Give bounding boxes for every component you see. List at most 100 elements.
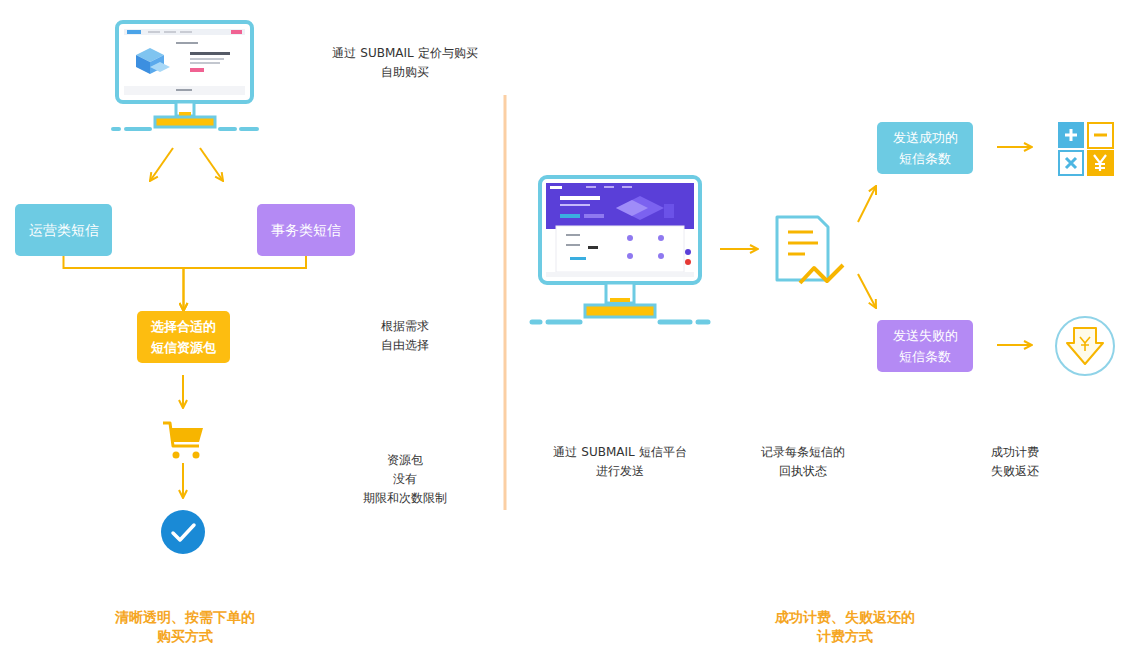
screen-logo bbox=[127, 30, 141, 34]
screen-header bbox=[124, 29, 245, 35]
flow-arrow bbox=[182, 375, 184, 408]
box-text: 发送失败的 短信条数 bbox=[877, 325, 973, 367]
note-text: 记录每条短信的 回执状态 bbox=[751, 443, 856, 481]
screen-line bbox=[190, 52, 230, 55]
process-box: 事务类短信 bbox=[257, 204, 355, 256]
flow-arrow bbox=[858, 274, 876, 308]
divider bbox=[504, 95, 507, 510]
flow-arrow bbox=[720, 248, 758, 250]
cart-wheel bbox=[193, 452, 200, 459]
flow-arrow bbox=[997, 146, 1032, 148]
calc-key bbox=[1087, 150, 1114, 176]
note-line: 资源包 bbox=[345, 451, 465, 470]
note-text: 清晰透明、按需下单的 购买方式 bbox=[100, 608, 270, 646]
screen-button bbox=[584, 214, 604, 218]
flow-arrow bbox=[858, 186, 876, 222]
box-text: 事务类短信 bbox=[271, 220, 341, 241]
desk-line bbox=[532, 320, 708, 325]
screen-card bbox=[556, 226, 684, 272]
desk-line bbox=[126, 127, 150, 131]
monitor-neck-accent bbox=[179, 112, 191, 116]
screen-line bbox=[176, 89, 192, 91]
monitor-frame bbox=[540, 177, 700, 283]
screen-line bbox=[560, 204, 590, 206]
screen-icon bbox=[658, 253, 664, 259]
iso-device bbox=[616, 200, 648, 216]
screen-menu bbox=[622, 186, 632, 188]
flow-arrow bbox=[150, 148, 173, 181]
screen-title bbox=[560, 196, 600, 200]
desk-line bbox=[548, 320, 580, 325]
desk-line bbox=[113, 127, 119, 131]
iso-cube bbox=[150, 62, 170, 72]
screen-icon bbox=[627, 253, 633, 259]
refund-coin bbox=[1056, 317, 1114, 375]
flow-arrow bbox=[997, 344, 1032, 346]
yen-symbol bbox=[1094, 155, 1106, 171]
note-text: 成功计费 失败返还 bbox=[983, 443, 1047, 481]
flow-connector bbox=[184, 256, 307, 311]
monitor-neck bbox=[606, 283, 634, 303]
screen-menu bbox=[586, 186, 596, 188]
note-text: 根据需求 自由选择 bbox=[373, 317, 437, 355]
note-text: 成功计费、失败返还的 计费方式 bbox=[760, 608, 930, 646]
screen-line bbox=[566, 244, 580, 246]
cart-icon bbox=[170, 428, 203, 442]
screen-dot bbox=[685, 249, 691, 255]
monitor-frame bbox=[117, 22, 252, 102]
monitor-neck-accent bbox=[610, 298, 630, 302]
monitor-base bbox=[155, 117, 215, 127]
screen-logo bbox=[550, 186, 562, 189]
calc-key bbox=[1059, 151, 1083, 175]
desk-line bbox=[241, 127, 257, 131]
box-text: 运营类短信 bbox=[29, 220, 99, 241]
minus-symbol bbox=[1094, 134, 1107, 137]
screen-footer bbox=[546, 272, 694, 277]
document-line bbox=[788, 242, 818, 245]
screen-button bbox=[560, 214, 580, 218]
note-line: 期限和次数限制 bbox=[345, 489, 465, 508]
note-text: 通过 SUBMAIL 定价与购买 自助购买 bbox=[320, 44, 490, 82]
process-box: 运营类短信 bbox=[15, 204, 112, 256]
note-text: 资源包 没有 期限和次数限制 bbox=[345, 451, 465, 508]
screen-menu bbox=[180, 31, 192, 33]
plus-symbol bbox=[1065, 129, 1077, 141]
flow-connector bbox=[64, 256, 184, 311]
process-box: 发送成功的 短信条数 bbox=[877, 122, 973, 174]
desk-line bbox=[698, 320, 708, 325]
calc-key bbox=[1088, 123, 1113, 148]
status-zigzag bbox=[800, 265, 843, 283]
screen-button bbox=[570, 257, 586, 260]
screen-line bbox=[190, 62, 220, 64]
screen-line bbox=[176, 42, 198, 44]
box-text: 选择合适的 短信资源包 bbox=[137, 316, 230, 358]
flow-arrow bbox=[200, 148, 223, 181]
monitor-neck bbox=[176, 102, 194, 116]
document-icon bbox=[777, 217, 828, 280]
times-symbol bbox=[1066, 158, 1076, 168]
screen-line bbox=[566, 234, 580, 236]
screen-footer bbox=[124, 86, 245, 95]
box-text: 发送成功的 短信条数 bbox=[877, 127, 973, 169]
check-mark bbox=[173, 525, 194, 540]
yen-symbol bbox=[1080, 337, 1090, 351]
screen-dot bbox=[685, 259, 691, 265]
calc-key bbox=[1058, 122, 1084, 148]
screen-menu bbox=[148, 31, 160, 33]
desk-line bbox=[220, 127, 235, 131]
refund-arrow bbox=[1067, 328, 1103, 364]
document-line bbox=[788, 231, 813, 234]
process-box: 发送失败的 短信条数 bbox=[877, 320, 973, 372]
process-box: 选择合适的 短信资源包 bbox=[137, 311, 230, 363]
desk-line bbox=[532, 320, 540, 325]
flow-arrow bbox=[182, 463, 184, 498]
check-circle bbox=[161, 510, 205, 554]
screen-line bbox=[588, 246, 598, 249]
note-line: 没有 bbox=[345, 470, 465, 489]
screen-line bbox=[190, 58, 224, 60]
screen-banner bbox=[546, 183, 694, 229]
screen-menu bbox=[164, 31, 176, 33]
screen-icon bbox=[658, 235, 664, 241]
note-text: 通过 SUBMAIL 短信平台 进行发送 bbox=[543, 443, 698, 481]
